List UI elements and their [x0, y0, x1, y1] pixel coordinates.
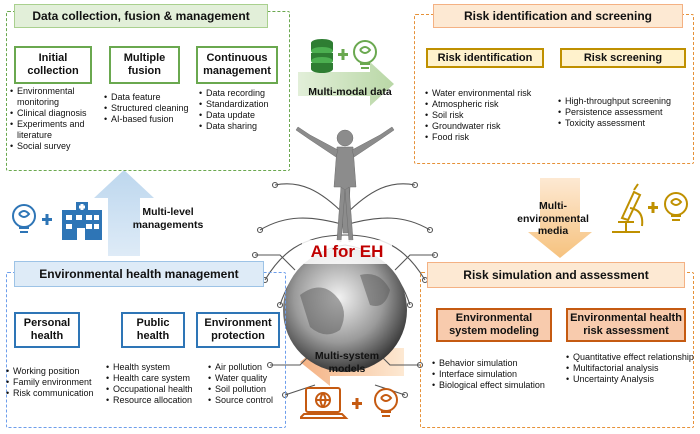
human-figure-icon	[295, 126, 395, 243]
list-item: Source control	[208, 395, 288, 406]
list-environmental-health-risk-assessment: Quantitative effect relationship Multifa…	[566, 352, 694, 385]
list-item: Standardization	[199, 99, 287, 110]
box-risk-identification: Risk identification	[426, 48, 544, 68]
brain-bulb-icon	[664, 192, 688, 221]
bottom-icon-group	[300, 387, 398, 419]
plus-icon	[338, 49, 348, 60]
list-item: AI-based fusion	[104, 114, 202, 125]
list-item: Interface simulation	[432, 369, 560, 380]
box-personal-health: Personal health	[14, 312, 80, 348]
box-environmental-system-modeling: Environmental system modeling	[436, 308, 552, 342]
box-continuous-management: Continuous management	[196, 46, 278, 84]
brain-bulb-icon	[12, 204, 36, 233]
box-multiple-fusion: Multiple fusion	[109, 46, 180, 84]
panel-title: Data collection, fusion & management	[14, 4, 268, 28]
list-item: Data sharing	[199, 121, 287, 132]
list-item: Water quality	[208, 373, 288, 384]
box-environment-protection: Environment protection	[196, 312, 280, 348]
hospital-icon	[62, 202, 102, 240]
list-item: Data recording	[199, 88, 287, 99]
plus-icon	[352, 398, 362, 409]
box-initial-collection: Initial collection	[14, 46, 92, 84]
list-item: Atmospheric risk	[425, 99, 555, 110]
connector-top-label: Multi-modal data	[308, 86, 392, 98]
list-item: Structured cleaning	[104, 103, 202, 114]
list-item: Clinical diagnosis	[10, 108, 110, 119]
list-environmental-system-modeling: Behavior simulation Interface simulation…	[432, 358, 560, 391]
list-item: Quantitative effect relationship	[566, 352, 694, 363]
list-item: Experiments and literature	[10, 119, 110, 141]
list-environment-protection: Air pollution Water quality Soil polluti…	[208, 362, 288, 406]
list-item: High-throughput screening	[558, 96, 694, 107]
list-item: Social survey	[10, 141, 110, 152]
list-item: Behavior simulation	[432, 358, 560, 369]
center-ai-graphic	[251, 126, 439, 399]
arrow-right-down	[528, 178, 592, 258]
box-environmental-health-risk-assessment: Environmental health risk assessment	[566, 308, 686, 342]
left-icon-group	[12, 202, 102, 240]
list-item: Toxicity assessment	[558, 118, 694, 129]
list-item: Persistence assessment	[558, 107, 694, 118]
top-icon-group	[311, 39, 377, 73]
list-item: Soil pollution	[208, 384, 288, 395]
list-item: Health care system	[106, 373, 210, 384]
list-item: Health system	[106, 362, 210, 373]
center-label: AI for EH	[302, 240, 392, 264]
list-item: Working position	[6, 366, 110, 377]
list-item: Water environmental risk	[425, 88, 555, 99]
list-item: Food risk	[425, 132, 555, 143]
box-risk-screening: Risk screening	[560, 48, 686, 68]
list-risk-screening: High-throughput screening Persistence as…	[558, 96, 694, 129]
brain-bulb-icon	[374, 388, 398, 417]
plus-icon	[648, 202, 658, 213]
list-item: Family environment	[6, 377, 110, 388]
panel-risk-simulation	[420, 272, 694, 428]
connector-right-label: Multi-environmental media	[517, 200, 589, 238]
connector-left-label: Multi-level managements	[132, 206, 204, 231]
list-item: Air pollution	[208, 362, 288, 373]
laptop-globe-icon	[300, 387, 349, 419]
list-public-health: Health system Health care system Occupat…	[106, 362, 210, 406]
list-item: Biological effect simulation	[432, 380, 560, 391]
list-item: Groundwater risk	[425, 121, 555, 132]
microscope-icon	[612, 183, 644, 233]
list-item: Multifactorial analysis	[566, 363, 694, 374]
list-personal-health: Working position Family environment Risk…	[6, 366, 110, 399]
list-item: Risk communication	[6, 388, 110, 399]
list-item: Uncertainty Analysis	[566, 374, 694, 385]
list-initial-collection: Environmental monitoring Clinical diagno…	[10, 86, 110, 152]
list-item: Environmental monitoring	[10, 86, 110, 108]
list-continuous-management: Data recording Standardization Data upda…	[199, 88, 287, 132]
brain-bulb-icon	[353, 40, 377, 69]
arrow-left-up	[94, 170, 154, 256]
list-item: Soil risk	[425, 110, 555, 121]
panel-title: Risk identification and screening	[433, 4, 683, 28]
list-item: Data update	[199, 110, 287, 121]
list-item: Occupational health	[106, 384, 210, 395]
box-public-health: Public health	[121, 312, 185, 348]
panel-title: Risk simulation and assessment	[427, 262, 685, 288]
connector-bottom-label: Multi-system models	[314, 350, 380, 375]
list-item: Resource allocation	[106, 395, 210, 406]
list-multiple-fusion: Data feature Structured cleaning AI-base…	[104, 92, 202, 125]
list-item: Data feature	[104, 92, 202, 103]
plus-icon	[42, 214, 52, 225]
right-icon-group	[612, 183, 688, 233]
list-risk-identification: Water environmental risk Atmospheric ris…	[425, 88, 555, 143]
panel-title: Environmental health management	[14, 261, 264, 287]
database-icon	[311, 39, 333, 73]
